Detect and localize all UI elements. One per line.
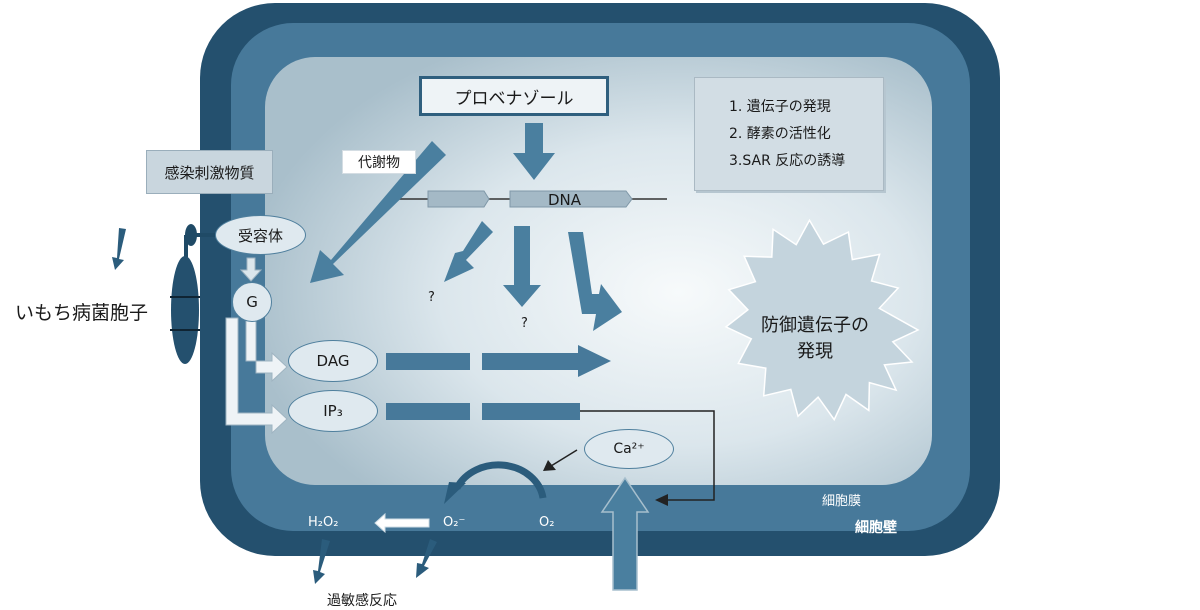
- probenazole-box: プロベナゾール: [419, 76, 609, 116]
- calcium-pointer: [550, 449, 578, 467]
- receptor-ellipse: 受容体: [215, 215, 306, 255]
- hypersensitive-label: 過敏感反応: [327, 593, 397, 609]
- dna-segment-main: [509, 190, 633, 208]
- metabolite-arrow: [310, 141, 446, 283]
- elicitor-box: 感染刺激物質: [146, 150, 273, 194]
- dag-ellipse: DAG: [288, 340, 378, 382]
- h2o2-out-arrow: [313, 539, 330, 584]
- dag-bar-1: [386, 353, 470, 370]
- o2radical-out-arrow: [416, 539, 437, 578]
- dag-arrow: [482, 345, 611, 377]
- wall-label: 細胞壁: [855, 520, 897, 536]
- info-item-1: 1. 遺伝子の発現: [729, 98, 831, 115]
- elicitor-label: 感染刺激物質: [164, 163, 255, 182]
- spore-arrow: [112, 228, 126, 270]
- ip3-bar-2: [482, 403, 580, 420]
- receptor-g-arrow: [239, 257, 263, 282]
- membrane-label: 細胞膜: [822, 494, 862, 509]
- g-protein-circle: G: [232, 282, 272, 322]
- ip3-calcium-line: [580, 410, 715, 501]
- oxidase-curve: [453, 461, 547, 499]
- receptor-label: 受容体: [237, 226, 283, 245]
- info-item-2: 2. 酵素の活性化: [729, 125, 831, 142]
- ip3-ellipse: IP₃: [288, 390, 378, 432]
- calcium-ellipse: Ca²⁺: [584, 429, 674, 469]
- calcium-label: Ca²⁺: [613, 441, 645, 457]
- spore-body: [171, 256, 199, 364]
- calcium-pointer-head: [543, 460, 556, 471]
- metabolite-box: 代謝物: [342, 150, 416, 174]
- dag-label: DAG: [316, 352, 350, 370]
- spore-label: いもち病菌胞子: [15, 302, 149, 324]
- g-protein-label: G: [246, 293, 258, 311]
- info-item-3: 3.SAR 反応の誘導: [729, 152, 846, 169]
- dna-segment-small: [427, 190, 490, 208]
- g-to-ip3-arrow: [225, 317, 288, 435]
- dna-arrow-down: [503, 226, 541, 307]
- defense-label: 防御遺伝子の 発現: [745, 313, 885, 365]
- o2-label: O₂: [539, 515, 555, 530]
- ip3-label: IP₃: [323, 402, 343, 420]
- dna-label: DNA: [548, 191, 582, 209]
- dna-arrow-curved: [568, 232, 622, 331]
- oxidase-curve-head: [444, 482, 466, 504]
- probenazole-arrow: [513, 123, 555, 180]
- h2o2-label: H₂O₂: [308, 515, 339, 530]
- metabolite-label: 代謝物: [358, 155, 400, 171]
- o2-radical-label: O₂⁻: [443, 515, 466, 530]
- defense-line-1: 防御遺伝子の: [761, 315, 869, 336]
- ip3-bar-1: [386, 403, 470, 420]
- calcium-influx-arrow: [600, 476, 650, 591]
- defense-burst: [724, 218, 920, 422]
- probenazole-label: プロベナゾール: [454, 88, 574, 109]
- ip3-line-arrowhead: [655, 494, 668, 506]
- question-mark-left: ?: [428, 290, 435, 305]
- defense-line-2: 発現: [797, 341, 833, 362]
- dna-arrow-left: [444, 221, 493, 282]
- question-mark-center: ?: [521, 316, 528, 331]
- info-box: 1. 遺伝子の発現 2. 酵素の活性化 3.SAR 反応の誘導: [694, 77, 884, 191]
- g-to-dag-arrow: [245, 317, 288, 383]
- hollow-arrow: [374, 512, 430, 534]
